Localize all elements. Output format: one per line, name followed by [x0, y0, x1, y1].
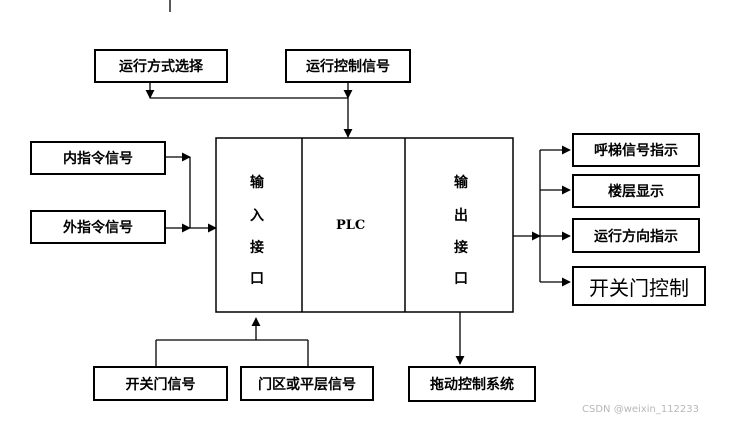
output-interface-char-4: 口 — [454, 271, 468, 287]
door-zone-box: 门区或平层信号 — [240, 366, 374, 401]
outer-cmd-box: 外指令信号 — [30, 210, 166, 244]
mode-select-box: 运行方式选择 — [94, 49, 228, 83]
call-indicator-box: 呼梯信号指示 — [572, 133, 700, 167]
output-interface-char-2: 出 — [454, 208, 468, 224]
door-signal-box: 开关门信号 — [93, 366, 228, 401]
door-control-box: 开关门控制 — [572, 266, 706, 306]
floor-display-box: 楼层显示 — [572, 174, 700, 208]
plc-block — [215, 137, 514, 313]
plc-label: PLC — [336, 218, 366, 233]
input-interface-char-4: 口 — [250, 271, 264, 287]
input-interface-char-1: 输 — [250, 175, 264, 191]
drive-system-box: 拖动控制系统 — [408, 366, 536, 402]
output-interface-char-1: 输 — [454, 175, 468, 191]
watermark-text: CSDN @weixin_112233 — [582, 404, 700, 415]
output-interface-char-3: 接 — [454, 240, 468, 256]
inner-cmd-box: 内指令信号 — [30, 141, 166, 175]
input-interface-char-3: 接 — [250, 240, 264, 256]
run-control-box: 运行控制信号 — [285, 49, 411, 83]
input-interface-char-2: 入 — [250, 208, 264, 224]
direction-indicator-box: 运行方向指示 — [572, 218, 700, 253]
